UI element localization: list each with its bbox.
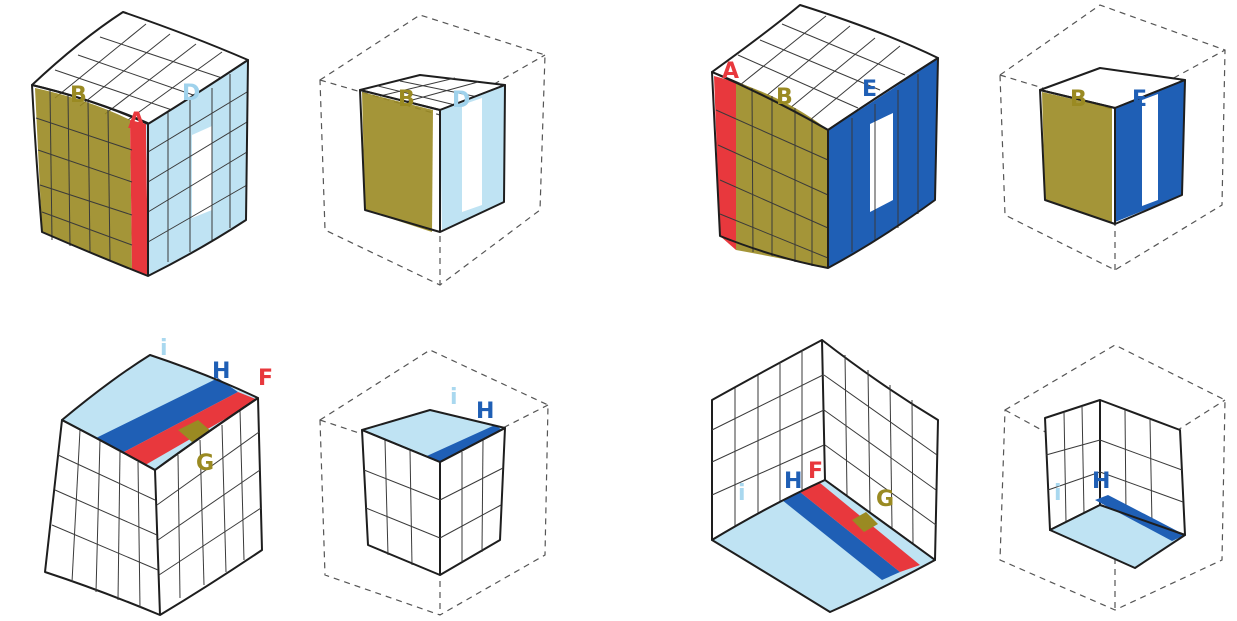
label-g: G — [876, 487, 894, 512]
label-h: H — [784, 469, 802, 494]
strip-a — [130, 120, 148, 275]
small-label-i: i — [450, 385, 458, 410]
label-b: B — [70, 83, 87, 108]
small-label-h: H — [1092, 469, 1110, 494]
cube-top-right-large: A B E — [712, 5, 938, 268]
label-a: A — [128, 109, 145, 134]
label-i: i — [160, 336, 168, 361]
cube-bottom-right-small: H i — [1000, 345, 1225, 610]
face-b-left — [35, 88, 132, 270]
label-f: F — [258, 366, 273, 391]
small-label-h: H — [476, 399, 494, 424]
small-label-e: E — [1132, 87, 1147, 112]
cube-bottom-right-large: H F G i — [712, 340, 938, 612]
window-opening — [870, 113, 893, 212]
label-g: G — [196, 451, 214, 476]
label-h: H — [212, 359, 230, 384]
label-f: F — [808, 459, 823, 484]
cube-bottom-left-small: i H — [320, 350, 548, 615]
cube-top-left-small: B D — [320, 15, 545, 285]
cube-top-right-small: B E — [1000, 5, 1225, 270]
small-label-b: B — [1070, 87, 1087, 112]
label-a: A — [722, 59, 739, 84]
label-d: D — [182, 81, 200, 106]
cube-top-left-large: B A D — [32, 12, 248, 276]
small-label-i: i — [1054, 481, 1062, 506]
label-i: i — [738, 481, 746, 506]
window-opening — [192, 126, 212, 218]
small-window — [462, 98, 482, 212]
label-b: B — [776, 85, 793, 110]
small-label-b: B — [398, 87, 415, 112]
cube-bottom-left-large: i H F G — [45, 336, 273, 615]
small-label-d: D — [452, 88, 470, 113]
label-e: E — [862, 77, 877, 102]
dashed-outline-cube — [1000, 5, 1225, 270]
small-face-b — [362, 92, 433, 232]
